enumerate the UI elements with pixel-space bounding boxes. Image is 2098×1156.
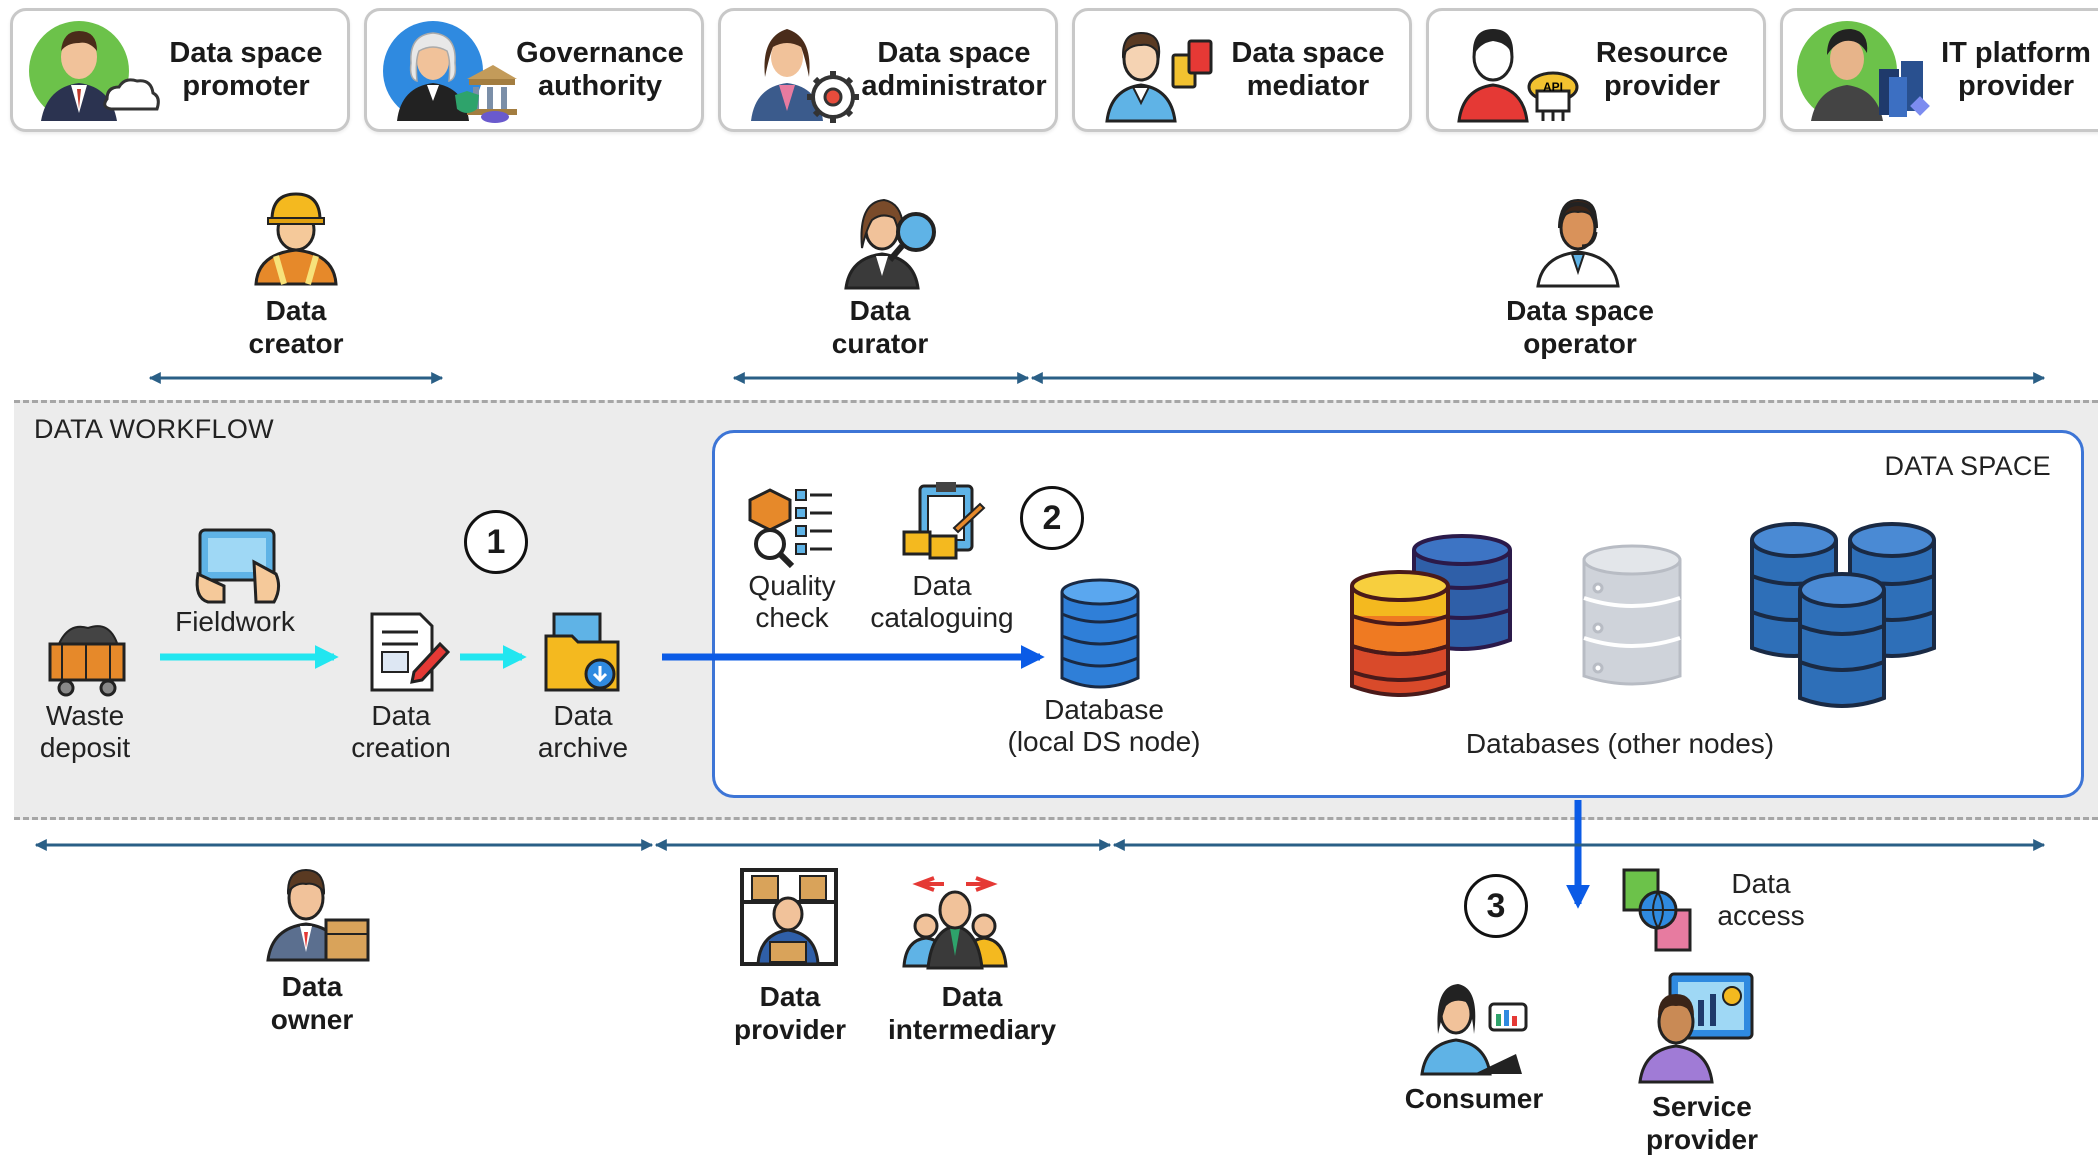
label-waste-deposit: Waste deposit bbox=[39, 700, 131, 763]
role-card-promoter: Data space promoter bbox=[10, 8, 350, 132]
promoter-cloud-icon bbox=[29, 21, 160, 121]
governance-judge-icon bbox=[383, 21, 517, 123]
step-badge-3: 3 bbox=[1464, 874, 1528, 938]
svg-text:API: API bbox=[1543, 80, 1563, 94]
person-data-curator: Data curator bbox=[831, 295, 929, 359]
label-other-databases: Databases (other nodes) bbox=[1465, 728, 1775, 759]
person-data-owner: Data owner bbox=[270, 971, 354, 1035]
label-data-archive: Data archive bbox=[537, 700, 629, 763]
role-label-it-platform: IT platform provider bbox=[1941, 37, 2091, 102]
step-badge-2: 2 bbox=[1020, 486, 1084, 550]
person-data-provider: Data provider bbox=[733, 981, 847, 1045]
person-consumer: Consumer bbox=[1404, 1083, 1544, 1114]
role-label-mediator: Data space mediator bbox=[1231, 37, 1385, 102]
role-label-resource: Resource provider bbox=[1595, 37, 1729, 102]
label-data-access: Data access bbox=[1717, 868, 1805, 931]
mediator-cards-icon bbox=[1105, 31, 1213, 123]
label-data-cataloguing: Data cataloguing bbox=[870, 570, 1014, 633]
administrator-gear-icon bbox=[751, 29, 859, 123]
role-card-resource: API Resource provider bbox=[1426, 8, 1766, 132]
role-card-governance: Governance authority bbox=[364, 8, 704, 132]
step-badge-1: 1 bbox=[464, 510, 528, 574]
role-card-mediator: Data space mediator bbox=[1072, 8, 1412, 132]
person-data-intermediary: Data intermediary bbox=[887, 981, 1057, 1045]
person-data-space-operator: Data space operator bbox=[1506, 295, 1654, 359]
data-workflow-title: DATA WORKFLOW bbox=[34, 414, 274, 444]
label-data-creation: Data creation bbox=[351, 700, 451, 763]
role-card-it-platform: IT platform provider bbox=[1780, 8, 2098, 132]
label-quality-check: Quality check bbox=[748, 570, 836, 633]
role-label-administrator: Data space administrator bbox=[861, 37, 1047, 102]
role-label-governance: Governance authority bbox=[516, 37, 684, 102]
label-fieldwork: Fieldwork bbox=[175, 606, 295, 637]
resource-api-icon: API bbox=[1457, 29, 1579, 123]
label-local-database: Database (local DS node) bbox=[1007, 694, 1201, 757]
person-service-provider: Service provider bbox=[1645, 1091, 1759, 1155]
it-server-icon bbox=[1797, 21, 1930, 121]
data-space-title: DATA SPACE bbox=[1884, 451, 2051, 481]
person-data-creator: Data creator bbox=[248, 295, 344, 359]
role-label-promoter: Data space promoter bbox=[169, 37, 323, 102]
role-card-administrator: Data space administrator bbox=[718, 8, 1058, 132]
